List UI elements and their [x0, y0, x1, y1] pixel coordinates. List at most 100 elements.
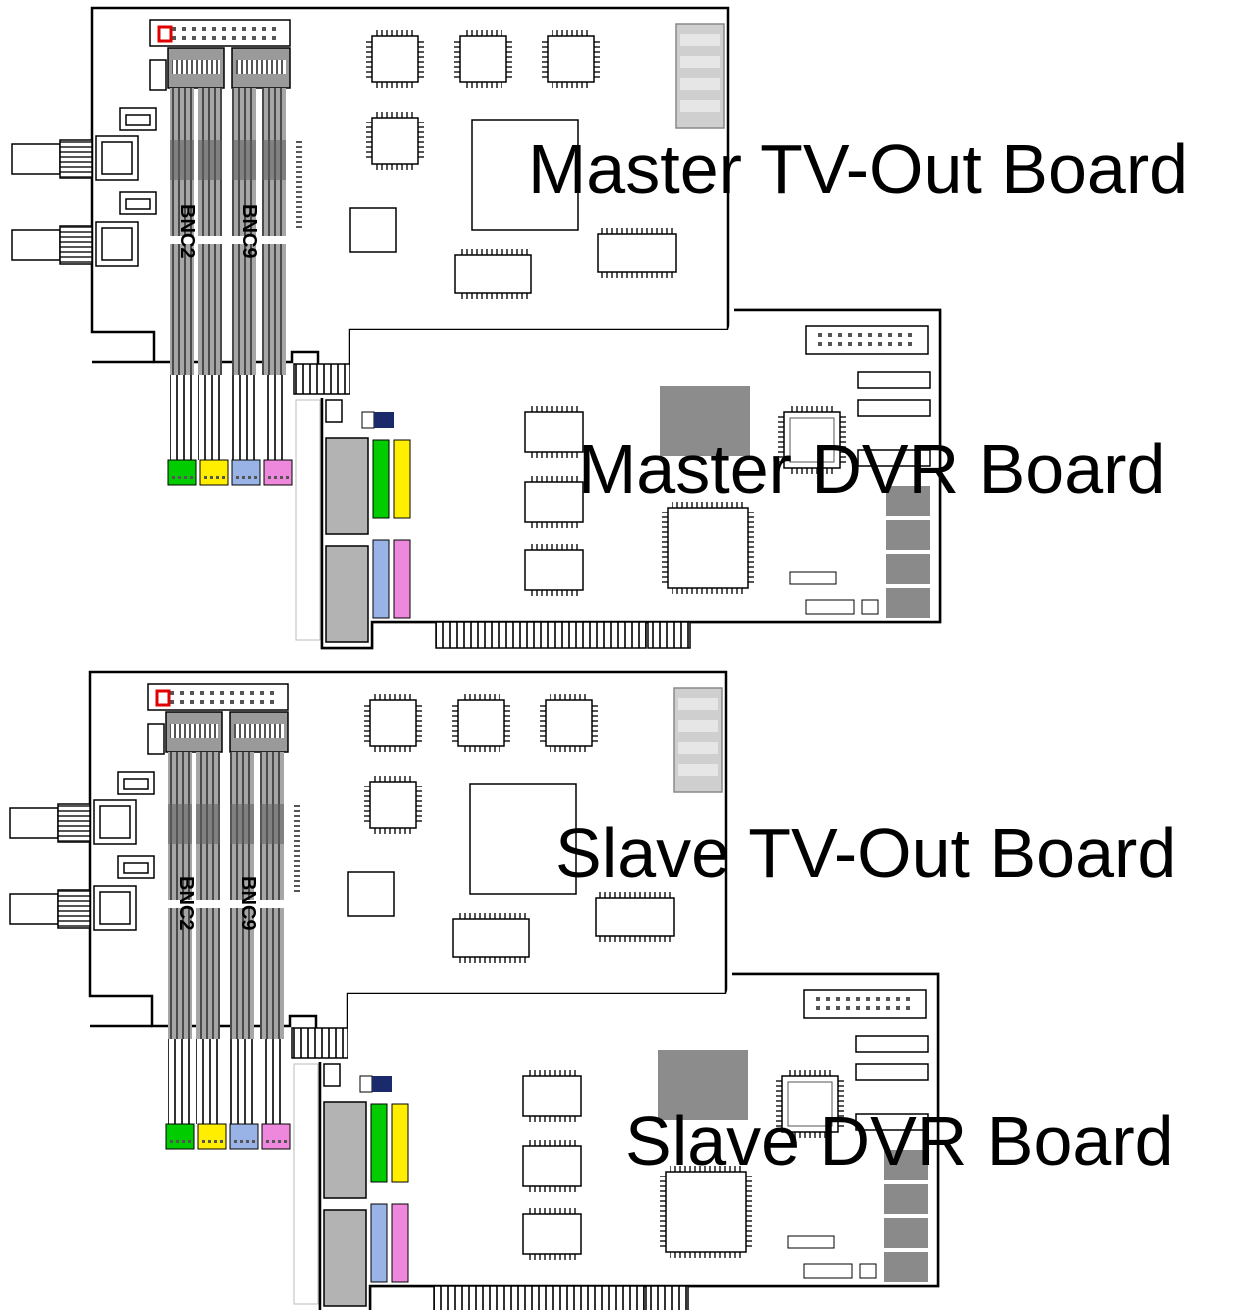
dvr-pci-fingers-1: [433, 1285, 645, 1313]
ribbon-header-1-pins: [170, 724, 218, 738]
dvr-port-1: [323, 1101, 367, 1199]
tvout-jumper-red: [155, 689, 171, 707]
dvr-board-fill: [322, 310, 940, 648]
dvr-top-header: [805, 325, 929, 355]
dvr-slot-2: [855, 1063, 929, 1081]
tvout-soic-2: [595, 892, 675, 942]
audio-jack-1-inner: [123, 778, 149, 790]
bnc-body-2: [11, 229, 61, 261]
tvout-bus-pins: [293, 363, 351, 395]
dvr-jumper-white: [359, 1075, 373, 1093]
slave-bnc2-cable-label: BNC2: [175, 876, 197, 931]
bnc-thread-1: [57, 803, 91, 843]
ribbon-header-1-pins: [172, 60, 220, 74]
dvr-resistor-array-1: [789, 571, 837, 585]
slave-board-set: [9, 670, 940, 1314]
dvr-header-green: [372, 439, 390, 519]
cable-connector-3: [229, 1123, 259, 1150]
dvr-board-border: [320, 308, 942, 650]
master-dvr-board-label: Master DVR Board: [578, 430, 1166, 508]
master-bnc2-cable-label: BNC2: [176, 204, 198, 259]
dvr-block-1: [886, 486, 930, 516]
dvr-slot-1: [857, 371, 931, 389]
cable-gap: [164, 900, 294, 908]
cable-connector-2: [199, 459, 229, 486]
dvr-resistor-array-2: [805, 599, 855, 615]
side-pins: [296, 140, 302, 230]
tvout-chip-4: [364, 776, 422, 834]
tvout-soic-1: [454, 249, 532, 299]
dvr-main-chip: [662, 502, 754, 594]
dvr-header-blue: [370, 1203, 388, 1283]
tvout-bus-pins: [291, 1027, 349, 1059]
dvr-block-2: [884, 1184, 928, 1214]
tvout-jumper-red: [157, 25, 173, 43]
dvr-pci-fingers-2: [647, 621, 691, 649]
dvr-header-blue: [372, 539, 390, 619]
cable-connector-3: [231, 459, 261, 486]
tvout-chip-3: [542, 30, 600, 88]
dvr-jumper-white: [361, 411, 375, 429]
tvout-chip-3: [540, 694, 598, 752]
dvr-pci-fingers-2: [645, 1285, 689, 1313]
side-pins: [294, 804, 300, 894]
cable-gap: [166, 236, 296, 244]
dvr-slot-1: [855, 1035, 929, 1053]
master-bnc9-cable-label: BNC9: [238, 204, 260, 259]
dvr-top-header: [803, 989, 927, 1019]
dvr-jumper-navy: [374, 412, 394, 428]
dvr-header-pink: [391, 1203, 409, 1283]
tvout-chip-2: [452, 694, 510, 752]
dvr-pci-fingers-1: [435, 621, 647, 649]
tvout-soic-1: [452, 913, 530, 963]
dvr-board-fill: [320, 974, 938, 1312]
dvr-bracket: [295, 399, 321, 641]
small-header-left: [149, 59, 167, 91]
bnc-base-inner-2: [101, 227, 133, 261]
tvout-chip-2: [454, 30, 512, 88]
dvr-soic-3: [524, 544, 584, 596]
master-board-set: [11, 6, 942, 650]
ribbon-header-2-pins: [236, 60, 286, 74]
dvr-resistor-array-1: [787, 1235, 835, 1249]
cable-connector-4: [263, 459, 293, 486]
audio-jack-2-inner: [125, 198, 151, 210]
dvr-soic-1: [522, 1070, 582, 1122]
tvout-pin-header: [147, 683, 289, 711]
dvr-bracket: [293, 1063, 319, 1305]
dvr-port-2: [325, 545, 369, 643]
dvr-soic-1: [524, 406, 584, 458]
dvr-jumper-navy: [372, 1076, 392, 1092]
small-header-left: [147, 723, 165, 755]
tvout-pin-header: [149, 19, 291, 47]
dvr-block-4: [886, 588, 930, 618]
bnc-thread-1: [59, 139, 93, 179]
dvr-soic-2: [524, 476, 584, 528]
dvr-resistor-array-2: [803, 1263, 853, 1279]
dvr-slot-3: [855, 1113, 929, 1131]
tvout-small-chip: [347, 871, 395, 917]
dvr-heatsink: [660, 386, 750, 456]
dvr-soic-2: [522, 1140, 582, 1192]
dvr-block-4: [884, 1252, 928, 1282]
bnc-body-1: [11, 143, 61, 175]
cable-connector-2: [197, 1123, 227, 1150]
tvout-chip-1: [364, 694, 422, 752]
tvout-chip-1: [366, 30, 424, 88]
dvr-block-3: [884, 1218, 928, 1248]
cable-connector-4: [261, 1123, 291, 1150]
slave-tvout-board-label: Slave TV-Out Board: [555, 814, 1177, 892]
slave-dvr-board-label: Slave DVR Board: [625, 1102, 1174, 1180]
tvout-small-chip: [349, 207, 397, 253]
bnc-body-1: [9, 807, 59, 839]
cable-connector-1: [167, 459, 197, 486]
dvr-resistor-array-3: [861, 599, 879, 615]
bnc-base-inner-1: [99, 805, 131, 839]
bnc-body-2: [9, 893, 59, 925]
bnc-base-inner-2: [99, 891, 131, 925]
dvr-slot-2: [857, 399, 931, 417]
dvr-small-connector: [325, 399, 343, 423]
audio-jack-2-inner: [123, 862, 149, 874]
